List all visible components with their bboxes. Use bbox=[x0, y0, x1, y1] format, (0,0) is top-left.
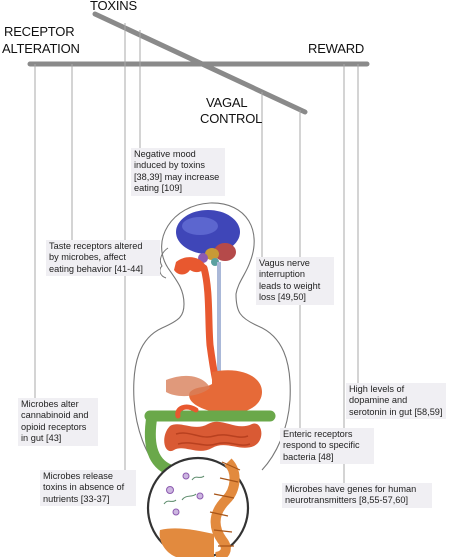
note-neurotransmitters: Microbes have genes for human neurotrans… bbox=[282, 483, 432, 508]
note-line: bacteria [48] bbox=[283, 451, 334, 462]
note-line: [38,39] may increase bbox=[134, 171, 220, 182]
note-line: induced by toxins bbox=[134, 160, 205, 171]
note-line: in gut [43] bbox=[21, 433, 62, 444]
note-line: leads to weight bbox=[259, 280, 321, 291]
esophagus bbox=[200, 264, 220, 386]
note-line: Vagus nerve bbox=[259, 258, 310, 268]
note-taste-receptors: Taste receptors altered by microbes, aff… bbox=[46, 240, 160, 277]
note-line: dopamine and bbox=[349, 395, 408, 406]
note-line: by microbes, affect bbox=[49, 252, 126, 263]
note-line: loss [49,50] bbox=[259, 292, 306, 303]
vagal-control-label-line1: VAGAL bbox=[206, 95, 248, 110]
receptor-alteration-label-line1: RECEPTOR bbox=[4, 24, 75, 39]
note-line: Enteric receptors bbox=[283, 429, 353, 439]
note-high-dopamine: High levels of dopamine and serotonin in… bbox=[346, 383, 446, 420]
colon bbox=[144, 410, 176, 476]
note-vagus-nerve: Vagus nerve interruption leads to weight… bbox=[256, 257, 334, 305]
reward-label: REWARD bbox=[308, 41, 365, 56]
stomach bbox=[189, 370, 262, 414]
note-line: eating [109] bbox=[134, 183, 183, 194]
human-body bbox=[133, 202, 291, 476]
note-line: Negative mood bbox=[134, 149, 196, 159]
note-line: respond to specific bbox=[283, 440, 360, 451]
toxins-label: TOXINS bbox=[90, 0, 137, 13]
note-line: eating behavior [41-44] bbox=[49, 263, 143, 274]
spinal-cord bbox=[217, 262, 221, 412]
note-line: toxins in absence of bbox=[43, 482, 125, 493]
note-toxins-release: Microbes release toxins in absence of nu… bbox=[40, 470, 136, 507]
mobile-beams bbox=[27, 11, 370, 115]
cerebellum bbox=[214, 243, 236, 261]
note-enteric: Enteric receptors respond to specific ba… bbox=[280, 428, 374, 465]
note-line: Microbes alter bbox=[21, 399, 79, 409]
note-line: Microbes release bbox=[43, 471, 113, 481]
note-line: opioid receptors bbox=[21, 421, 87, 432]
gut-magnified-view bbox=[146, 456, 250, 557]
note-line: neurotransmitters [8,55-57,60] bbox=[285, 495, 409, 506]
note-line: interruption bbox=[259, 269, 305, 280]
vagal-control-label-line2: CONTROL bbox=[200, 111, 263, 126]
note-line: Taste receptors altered bbox=[49, 241, 143, 251]
receptor-alteration-label-line2: ALTERATION bbox=[2, 41, 80, 56]
note-line: cannabinoid and bbox=[21, 410, 89, 421]
note-cannabinoid: Microbes alter cannabinoid and opioid re… bbox=[18, 398, 98, 446]
note-line: nutrients [33-37] bbox=[43, 493, 110, 504]
note-line: High levels of bbox=[349, 384, 405, 394]
oral-cavity bbox=[174, 257, 206, 275]
note-negative-mood: Negative mood induced by toxins [38,39] … bbox=[131, 148, 225, 196]
note-line: Microbes have genes for human bbox=[285, 484, 417, 494]
note-line: serotonin in gut [58,59] bbox=[349, 406, 443, 417]
